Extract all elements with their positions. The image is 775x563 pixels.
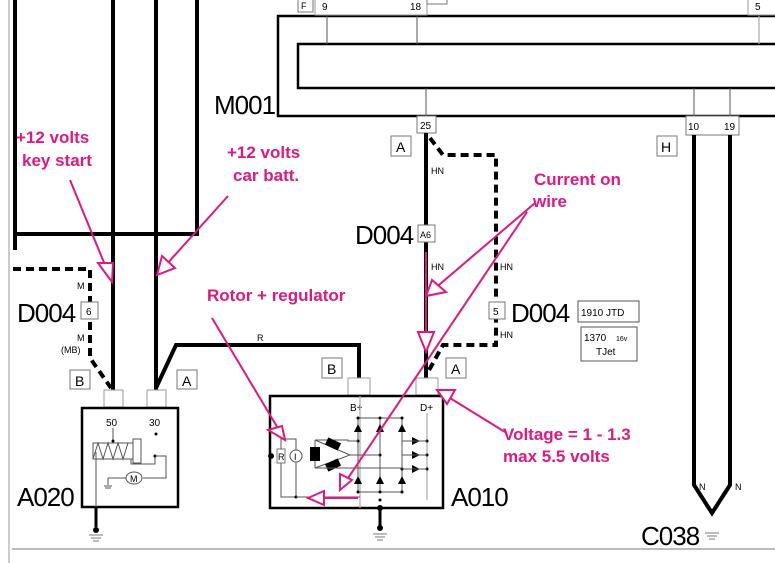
ground-symbol-c038	[705, 532, 719, 540]
wire-color-hn-3: HN	[500, 262, 513, 272]
svg-text:+12 volts: +12 volts	[227, 143, 300, 162]
svg-text:max 5.5 volts: max 5.5 volts	[503, 447, 610, 466]
svg-text:key start: key start	[22, 151, 92, 170]
annotation-rotor-regulator: Rotor + regulator	[207, 286, 358, 507]
arrow-head-icon	[265, 424, 287, 443]
ecu-connector-f: F	[301, 1, 307, 11]
annotation-key-start: +12 volts key start	[16, 128, 115, 285]
arrow-head-icon	[424, 278, 449, 298]
d004-right-label: D004	[511, 298, 570, 328]
wire-color-hn-2: HN	[431, 262, 444, 272]
regulator-i-symbol: I	[294, 452, 297, 462]
ecu-pin-18: 18	[410, 2, 422, 13]
arrow-head-icon	[339, 472, 354, 493]
svg-text:car batt.: car batt.	[233, 166, 299, 185]
svg-text:wire: wire	[532, 192, 567, 211]
svg-text:Voltage = 1 - 1.3: Voltage = 1 - 1.3	[503, 425, 631, 444]
d004-mid-pin: A6	[420, 230, 431, 240]
tag-b-alternator: B	[327, 361, 336, 377]
variant-1370-tjet: 1370 16v TJet	[580, 326, 638, 362]
arrow-head-icon	[435, 389, 457, 406]
d004-mid-label: D004	[355, 220, 414, 250]
starter-a020[interactable]: 50 30 M	[80, 389, 180, 542]
svg-text:1910 JTD: 1910 JTD	[581, 308, 624, 319]
wire-color-n-2: N	[735, 482, 742, 492]
svg-text:1370: 1370	[584, 333, 607, 344]
svg-text:16v: 16v	[616, 336, 628, 343]
wire-color-n-1: N	[699, 482, 706, 492]
svg-text:Current on: Current on	[534, 170, 621, 189]
arrow-head-icon	[305, 489, 325, 507]
upper-left-harness	[13, 0, 199, 400]
starter-label: A020	[17, 482, 74, 512]
svg-text:TJet: TJet	[596, 347, 616, 358]
alternator-terminal-d-plus: D+	[420, 403, 433, 414]
wire-color-mb: (MB)	[61, 345, 81, 355]
motor-icon: M	[130, 474, 138, 484]
wire-color-m-1: M	[77, 281, 85, 291]
tag-a-ecu: A	[396, 139, 406, 155]
tag-a-alternator: A	[451, 361, 461, 377]
svg-text:Rotor + regulator: Rotor + regulator	[207, 286, 346, 305]
arrow-head-icon	[96, 262, 115, 285]
wire-color-hn-4: HN	[500, 330, 513, 340]
variant-1910-jtd: 1910 JTD	[577, 300, 640, 323]
tag-a-starter: A	[182, 373, 192, 389]
alternator-terminal-b-plus: B+	[350, 403, 363, 414]
annotation-current-on-wire: Current on wire	[339, 170, 621, 493]
wire-color-r: R	[257, 333, 264, 343]
ground-wires-c038[interactable]	[692, 135, 732, 517]
starter-terminal-50: 50	[106, 418, 118, 429]
ecu-m001[interactable]: F 9 18 5 25 10 19 M001	[214, 0, 775, 136]
starter-terminal-30: 30	[149, 418, 161, 429]
ecu-pin-25: 25	[420, 121, 432, 132]
d004-left-pin: 6	[86, 307, 92, 318]
alternator-label: A010	[451, 482, 508, 512]
ecu-pin-19: 19	[724, 122, 736, 133]
ground-label-c038: C038	[641, 521, 700, 551]
svg-text:+12 volts: +12 volts	[16, 128, 89, 147]
ecu-pin-10: 10	[688, 122, 700, 133]
tag-b-starter: B	[75, 373, 84, 389]
annotation-car-batt: +12 volts car batt.	[155, 143, 300, 277]
d004-left-label: D004	[17, 298, 76, 328]
wire-color-hn-1: HN	[431, 166, 444, 176]
arrow-head-icon	[155, 254, 177, 277]
alternator-a010[interactable]: B+ D+	[268, 377, 445, 541]
wire-b-plus[interactable]	[154, 343, 361, 389]
ecu-label: M001	[214, 90, 276, 120]
arrow-head-icon	[416, 331, 436, 355]
d004-right-pin: 5	[493, 307, 499, 318]
tag-h: H	[661, 139, 671, 155]
ecu-pin-9: 9	[322, 2, 328, 13]
wire-color-m-2: M	[77, 333, 85, 343]
ecu-pin-5: 5	[755, 2, 761, 13]
wire-d004-left[interactable]	[13, 267, 113, 390]
regulator-r-symbol: R	[278, 452, 285, 462]
annotation-voltage: Voltage = 1 - 1.3 max 5.5 volts	[435, 389, 631, 466]
